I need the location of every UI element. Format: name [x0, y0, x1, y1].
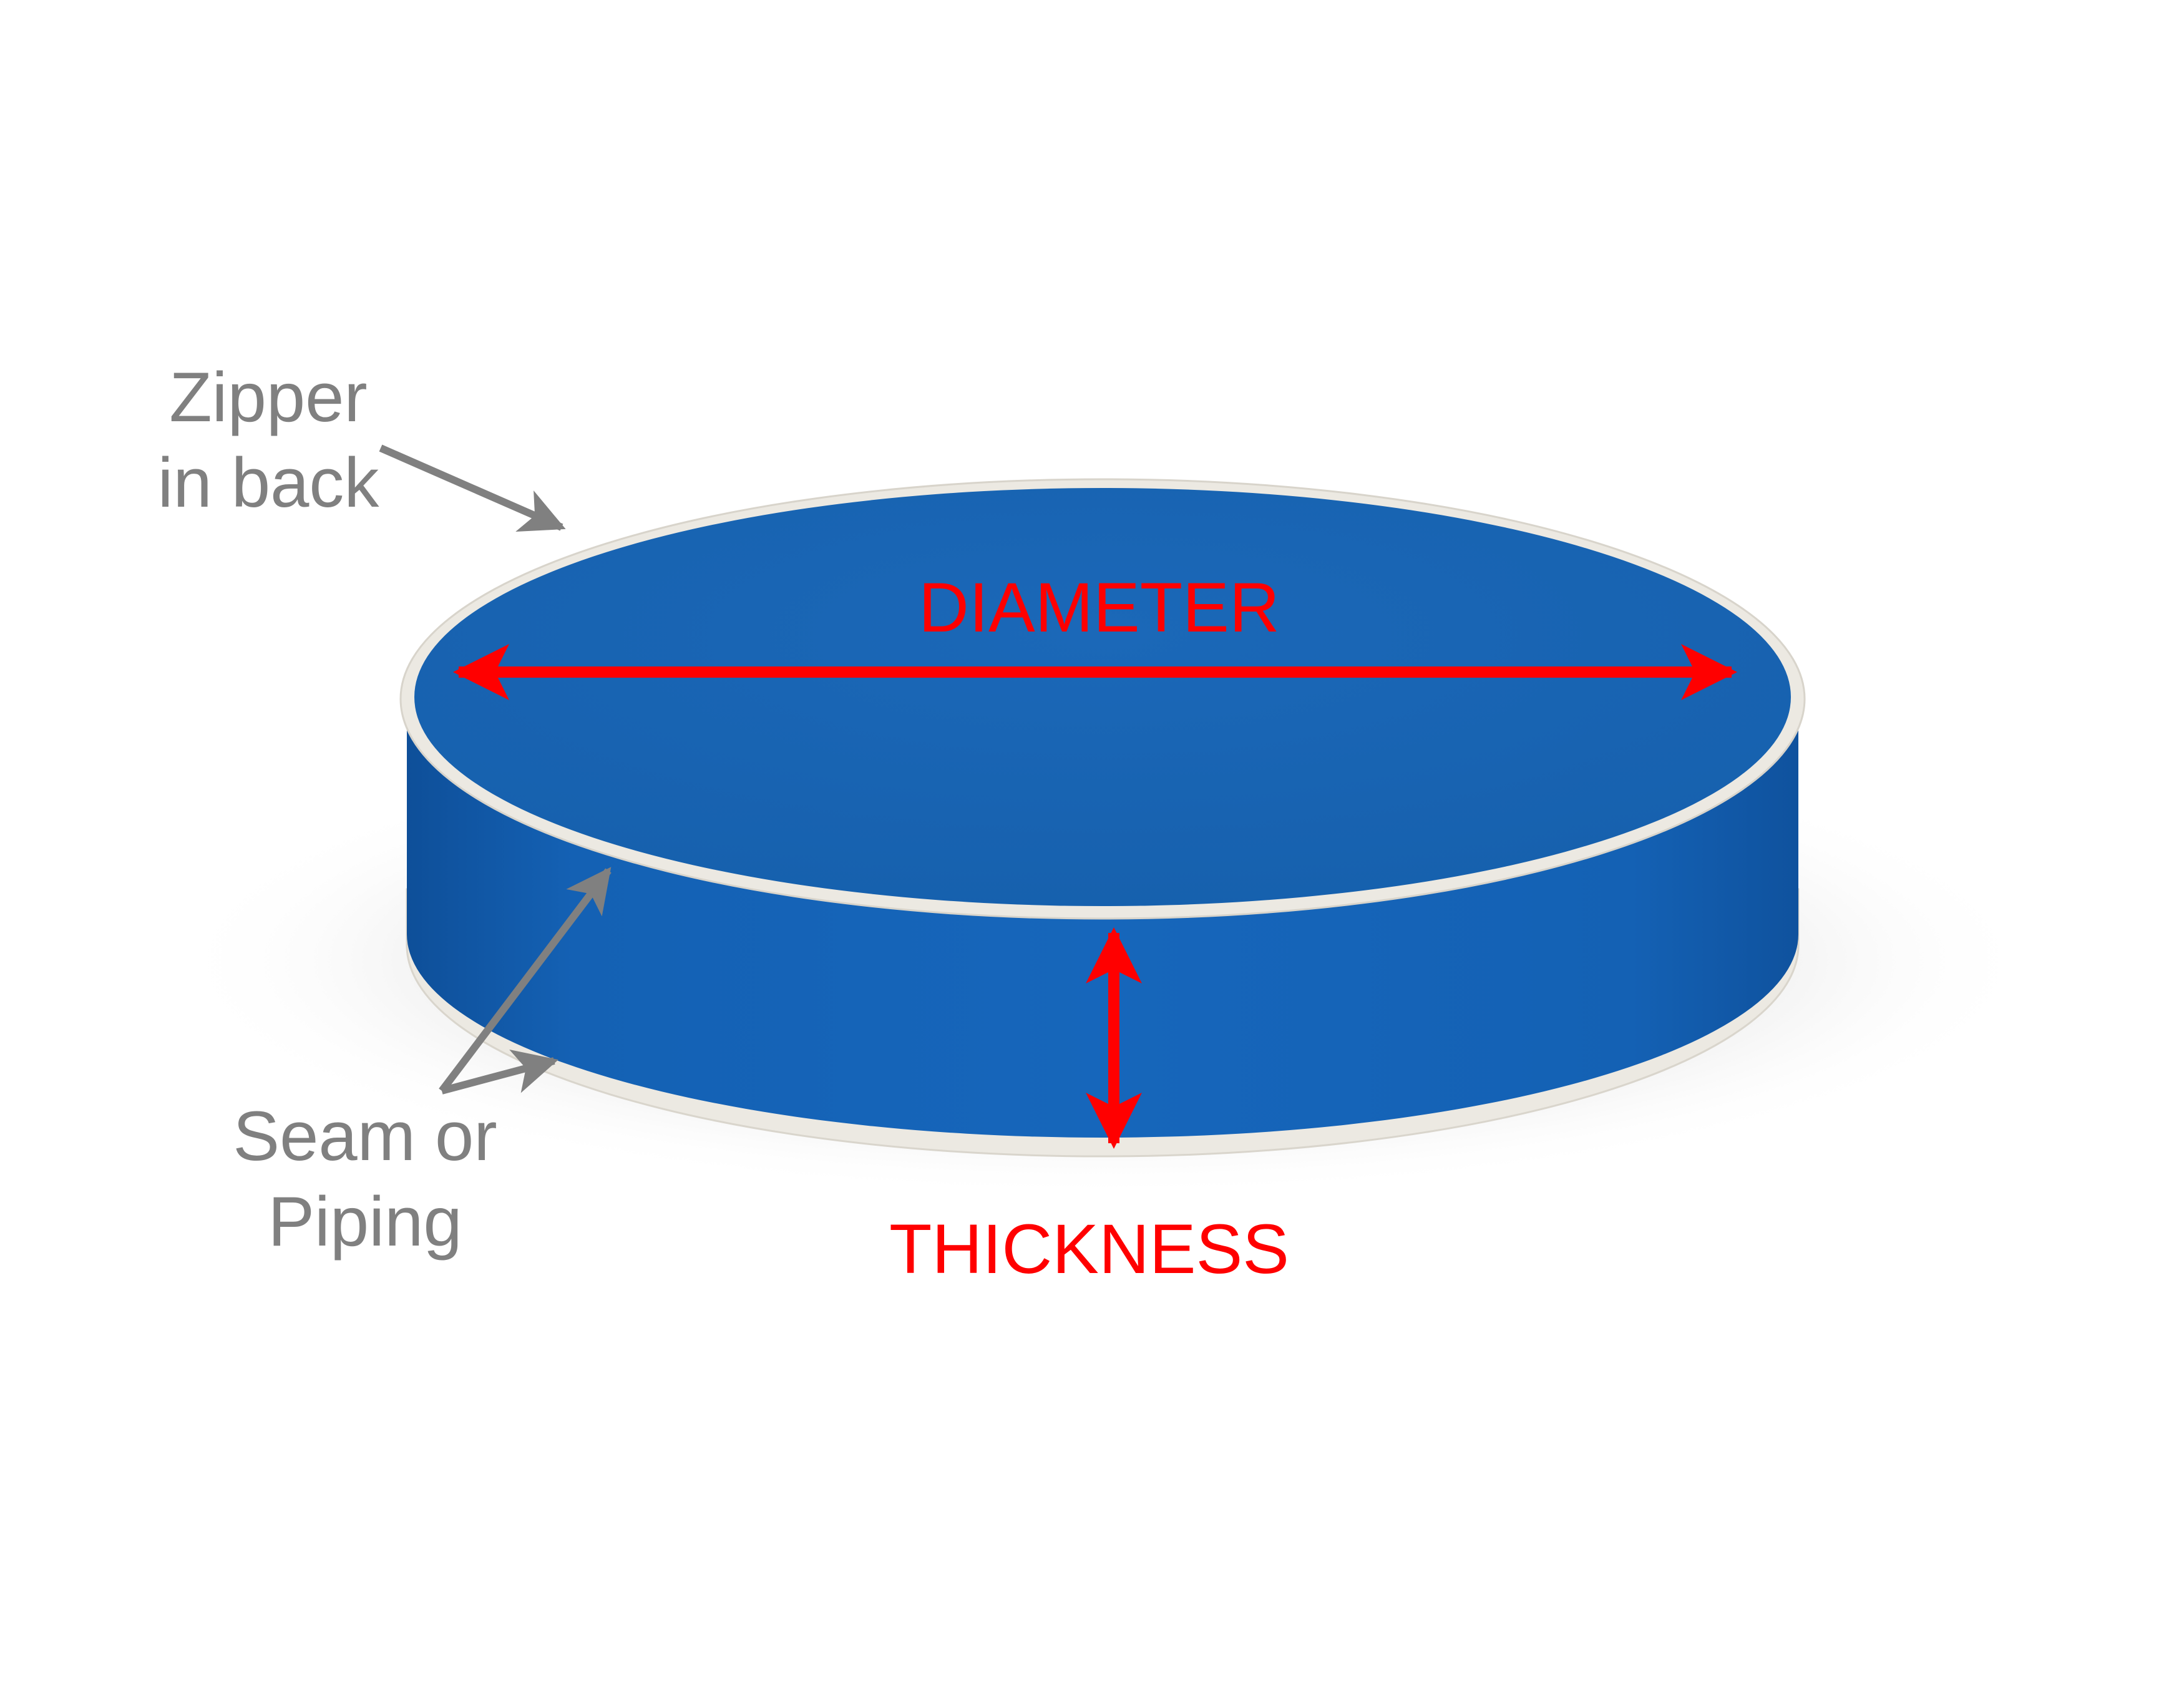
zipper-label-line-2: in back: [157, 444, 379, 522]
seam-label-line-1: Seam or: [233, 1097, 497, 1175]
zipper-label-line-1: Zipper: [169, 358, 368, 436]
seam-callout-label: Seam or Piping: [209, 1093, 521, 1264]
thickness-label: THICKNESS: [889, 1210, 1289, 1288]
diameter-label: DIAMETER: [919, 568, 1280, 646]
seam-callout-arrow-bottom: [441, 1049, 558, 1095]
zipper-callout-label: Zipper in back: [137, 354, 399, 525]
seam-callout-arrow-top: [439, 867, 612, 1093]
cushion-top: [414, 488, 1791, 906]
seam-label-line-2: Piping: [268, 1183, 462, 1261]
zipper-callout-arrow: [379, 444, 566, 532]
